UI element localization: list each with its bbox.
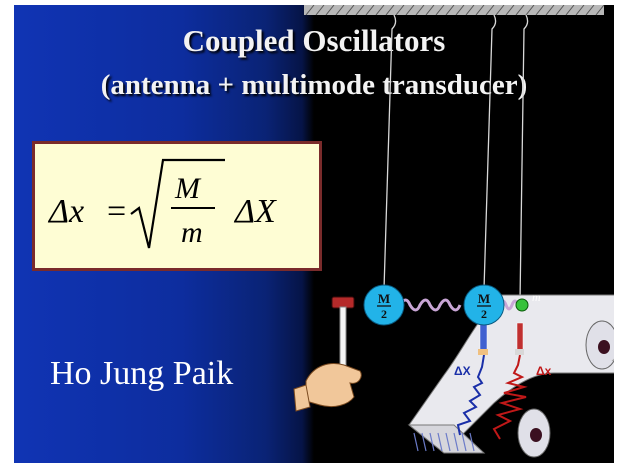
mass-middle: M 2 (463, 284, 505, 326)
mass-small: m (515, 290, 541, 312)
mass-left-label-bottom: 2 (381, 307, 387, 321)
mass-middle-label-bottom: 2 (481, 307, 487, 321)
formula-equals: = (107, 193, 126, 230)
formula: Δx = M m ΔX (47, 158, 277, 249)
recorder-pens (478, 322, 524, 355)
mass-left: M 2 (363, 284, 405, 326)
formula-box: Δx = M m ΔX (32, 141, 322, 271)
slide-subtitle: (antenna + multimode transducer) (100, 69, 528, 101)
chart-recorder (407, 294, 614, 458)
sqrt-sign (130, 158, 225, 249)
formula-denominator: m (181, 216, 203, 249)
transducer-illustration: ΔX Δx M 2 M 2 m (293, 5, 614, 458)
mass-small-label: m (532, 290, 541, 304)
mass-left-label-top: M (378, 291, 390, 306)
spring-left (398, 298, 462, 312)
formula-numerator: M (174, 172, 202, 205)
trace-left-label: ΔX (454, 364, 471, 378)
author-name: Ho Jung Paik (50, 355, 234, 392)
mass-middle-label-top: M (478, 291, 490, 306)
trace-right-label: Δx (536, 364, 552, 378)
ceiling-support (304, 5, 605, 16)
formula-lhs: Δx (47, 193, 84, 230)
hand-icon (293, 363, 362, 412)
slide: Coupled Oscillators (antenna + multimode… (14, 5, 614, 463)
trace-blue (456, 354, 485, 436)
formula-rhs: ΔX (233, 193, 277, 230)
trace-red (492, 354, 528, 440)
slide-title: Coupled Oscillators (182, 23, 446, 58)
suspension-wires (383, 14, 529, 302)
hammer-icon (331, 296, 355, 378)
